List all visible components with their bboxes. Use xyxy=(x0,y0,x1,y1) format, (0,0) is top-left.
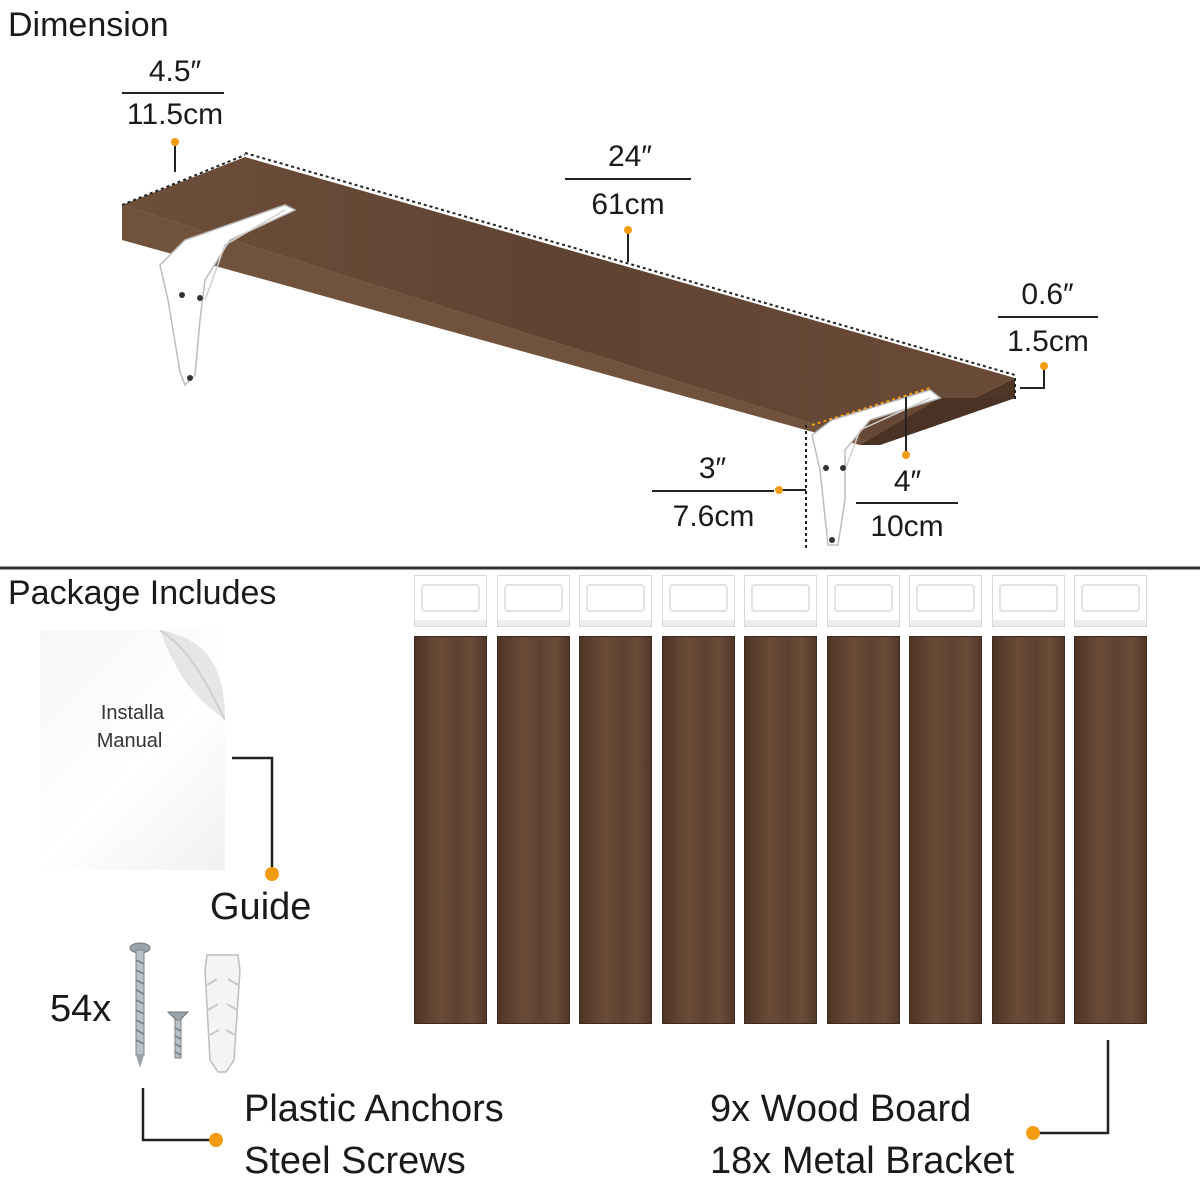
short-screw-icon xyxy=(166,1011,190,1059)
wood-board-tile xyxy=(497,636,570,1024)
thickness-label-rule xyxy=(998,316,1098,318)
wood-board-tile xyxy=(909,636,982,1024)
wood-board-tile xyxy=(1074,636,1147,1024)
depth-metric-label: 11.5cm xyxy=(126,98,224,131)
thickness-marker-dot xyxy=(1040,362,1048,370)
shelf-underside xyxy=(860,398,1015,445)
boards-line2: 18x Metal Bracket xyxy=(710,1140,1015,1182)
wood-board-tile xyxy=(744,636,817,1024)
hardware-line2: Steel Screws xyxy=(244,1140,466,1182)
installation-manual-image: Installa Manual xyxy=(40,630,225,870)
bracket-tile xyxy=(827,575,900,627)
length-metric-label: 61cm xyxy=(591,188,665,221)
bracket-depth-marker-dot xyxy=(902,451,910,459)
shelf-right-edge xyxy=(880,378,1015,445)
wood-board-tile xyxy=(662,636,735,1024)
plastic-anchor-icon xyxy=(204,954,241,1073)
shelf-front-edge xyxy=(122,205,880,445)
bracket-tile xyxy=(1074,575,1147,627)
bracket-tile xyxy=(744,575,817,627)
guide-label: Guide xyxy=(210,886,312,928)
long-screw-icon xyxy=(129,942,151,1068)
bracket-tile xyxy=(662,575,735,627)
boards-line1: 9x Wood Board xyxy=(710,1088,972,1130)
hardware-count-label: 54x xyxy=(50,988,112,1030)
length-imperial-label: 24″ xyxy=(608,140,652,173)
bracket-tile xyxy=(414,575,487,627)
bracket-depth-metric-label: 10cm xyxy=(870,510,944,543)
thickness-imperial-label: 0.6″ xyxy=(1021,278,1074,311)
manual-line1: Installa xyxy=(100,702,165,724)
bracket-height-metric-label: 7.6cm xyxy=(672,500,755,533)
hardware-line1: Plastic Anchors xyxy=(244,1088,504,1130)
bracket-height-marker-dot xyxy=(775,486,783,494)
thickness-metric-label: 1.5cm xyxy=(1007,325,1089,358)
depth-marker-dot xyxy=(171,138,179,146)
bracket-depth-dotted-line xyxy=(811,387,931,426)
length-label-rule xyxy=(565,178,691,180)
bracket-tile xyxy=(992,575,1065,627)
left-bracket xyxy=(159,204,297,387)
bracket-depth-label-rule xyxy=(856,502,958,504)
bracket-tile xyxy=(579,575,652,627)
bracket-tile xyxy=(497,575,570,627)
depth-imperial-label: 4.5″ xyxy=(148,55,202,88)
bracket-height-label-rule xyxy=(652,490,774,492)
depth-dotted-line xyxy=(121,154,246,206)
bracket-depth-imperial-label: 4″ xyxy=(893,465,922,498)
bracket-tile xyxy=(909,575,982,627)
package-title: Package Includes xyxy=(8,574,277,612)
length-marker-dot xyxy=(624,226,632,234)
wood-board-tile xyxy=(992,636,1065,1024)
wood-board-tile xyxy=(827,636,900,1024)
wood-board-tile xyxy=(579,636,652,1024)
dimension-title: Dimension xyxy=(8,6,169,44)
depth-label-rule xyxy=(122,92,224,94)
length-dotted-line xyxy=(244,152,1016,376)
manual-line2: Manual xyxy=(96,730,163,752)
bracket-height-imperial-label: 3″ xyxy=(698,452,727,485)
wood-board-tile xyxy=(414,636,487,1024)
shelf-front-edge-thick xyxy=(122,205,880,445)
